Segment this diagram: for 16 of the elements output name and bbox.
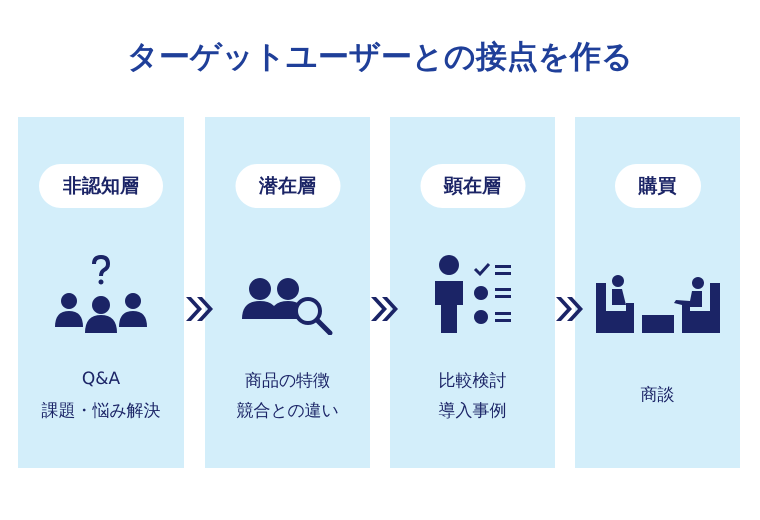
stage-panel	[205, 117, 370, 468]
stage-description: 導入事例	[438, 400, 508, 422]
stage-panel	[390, 117, 555, 468]
stage-description: 課題・悩み解決	[40, 400, 162, 422]
stage-description: 商品の特徴	[244, 370, 331, 392]
stage-description: 比較検討	[438, 370, 508, 392]
stage-heading: 顕在層	[420, 164, 525, 208]
stage-heading: 潜在層	[235, 164, 340, 208]
stage-panel	[18, 117, 184, 468]
stage-heading: 購買	[614, 164, 700, 208]
stage-description: 競合との違い	[236, 400, 340, 422]
title: ターゲットユーザーとの接点を作る	[126, 38, 634, 77]
stage-heading: 非認知層	[39, 164, 163, 208]
stage-description: Q&A	[80, 369, 122, 389]
stage-description: 商談	[640, 384, 676, 406]
stage-panel	[575, 117, 740, 468]
